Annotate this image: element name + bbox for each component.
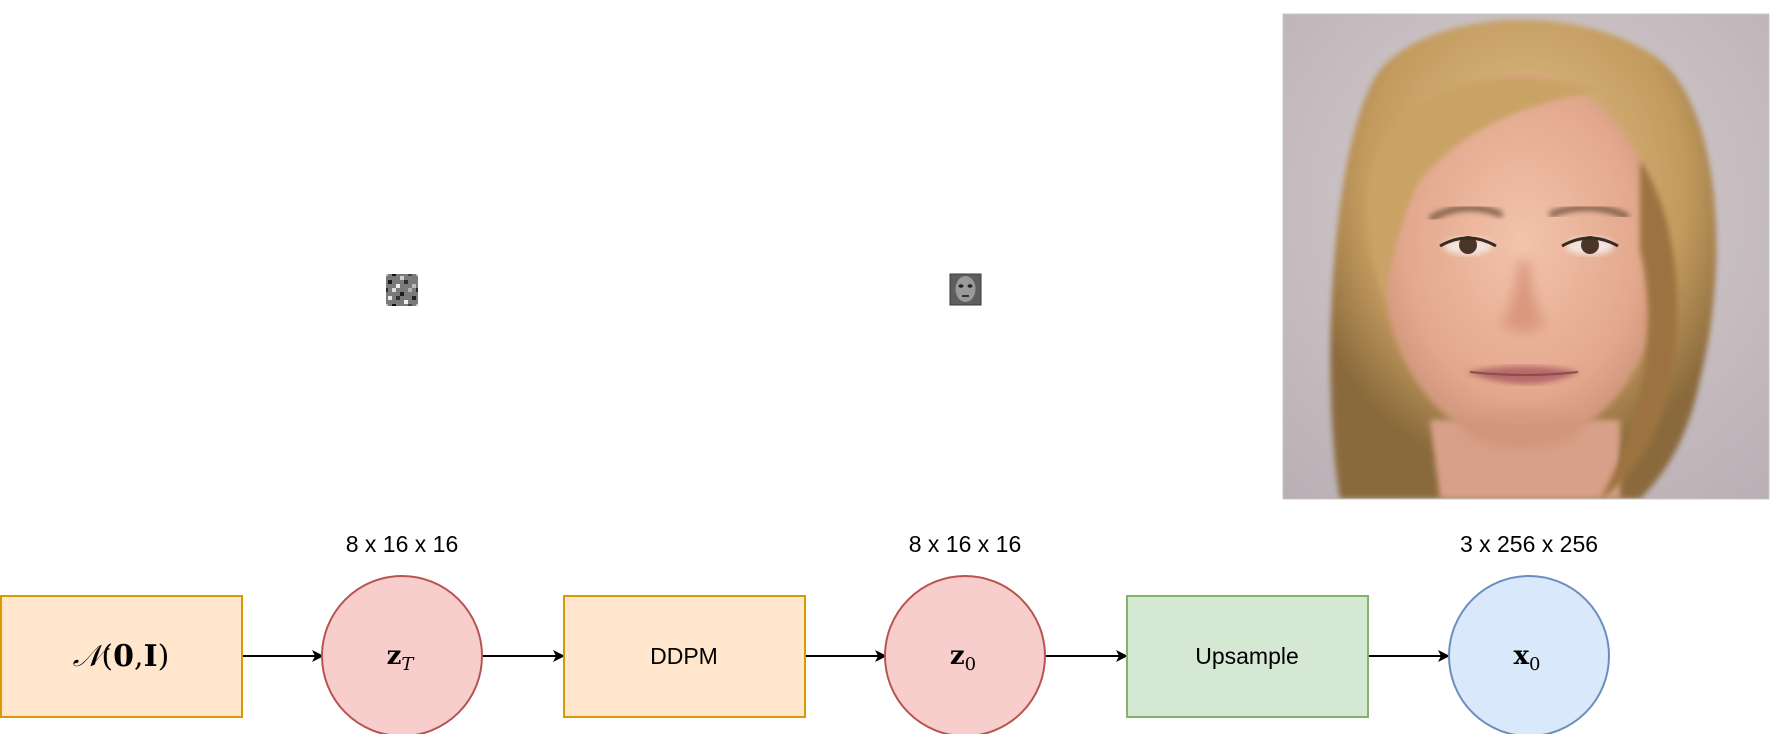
generated-face-image <box>1283 14 1769 499</box>
paren-open: ( <box>101 639 113 674</box>
svg-text:x0: x0 <box>1514 641 1541 675</box>
noise-distribution-box: 𝒩(0,I) <box>0 595 243 718</box>
z0-latent-node: z0 <box>884 575 1046 734</box>
ddpm-box: DDPM <box>563 595 806 718</box>
svg-text:𝒩(0,I): 𝒩(0,I) <box>73 639 170 674</box>
zT-dimension-label: 8 x 16 x 16 <box>346 531 459 557</box>
svg-text:zT: zT <box>387 641 416 675</box>
comma: , <box>134 639 144 674</box>
x0-symbol: x <box>1514 641 1530 671</box>
z0-subscript: 0 <box>965 654 976 675</box>
paren-close: ) <box>158 639 170 674</box>
upsample-label: Upsample <box>1195 643 1299 669</box>
zT-latent-node: zT <box>321 575 483 734</box>
zT-subscript: T <box>401 654 415 675</box>
x0-subscript: 0 <box>1529 654 1540 675</box>
identity-matrix: I <box>144 639 158 674</box>
zT-symbol: z <box>387 641 402 671</box>
denoised-latent-thumbnail <box>949 273 982 306</box>
z0-symbol: z <box>950 641 965 671</box>
ddpm-label: DDPM <box>650 643 718 669</box>
zero-vector: 0 <box>113 639 134 674</box>
upsample-box: Upsample <box>1126 595 1369 718</box>
x0-dimension-label: 3 x 256 x 256 <box>1460 531 1598 557</box>
x0-output-node: x0 <box>1448 575 1610 734</box>
z0-dimension-label: 8 x 16 x 16 <box>909 531 1022 557</box>
svg-text:z0: z0 <box>950 641 976 675</box>
noise-latent-thumbnail <box>386 274 418 306</box>
